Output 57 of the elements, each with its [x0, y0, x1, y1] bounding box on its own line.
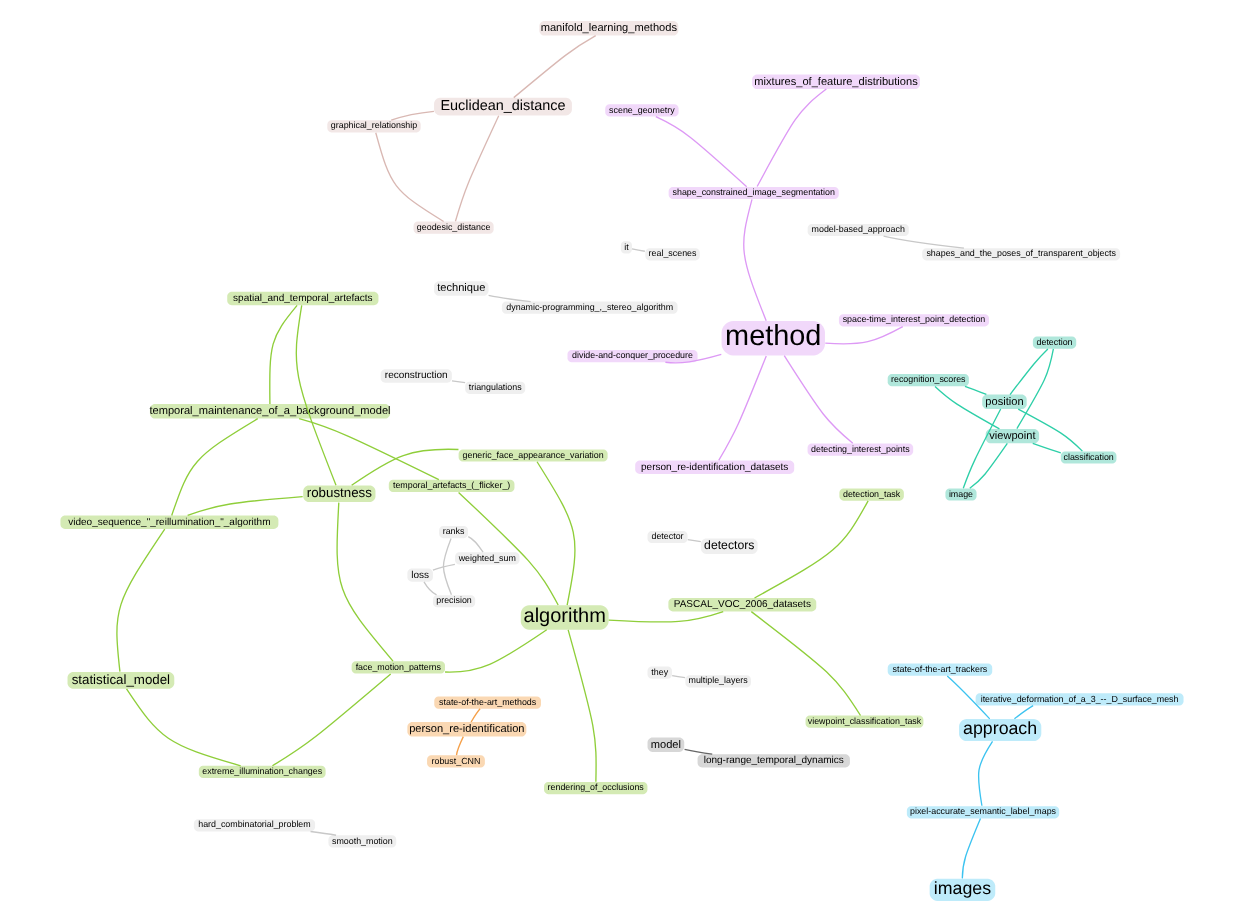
connector	[671, 674, 686, 679]
connector	[961, 817, 982, 880]
node-box: images	[929, 878, 996, 901]
connector	[271, 673, 392, 767]
connector	[444, 629, 548, 673]
connector	[125, 688, 242, 767]
connector	[451, 380, 466, 384]
connector	[743, 198, 767, 322]
connector	[298, 417, 440, 481]
connector	[824, 325, 904, 345]
node-box: method	[721, 321, 825, 356]
connector	[934, 385, 1001, 430]
connector	[962, 408, 1002, 489]
connector	[269, 304, 298, 405]
connector	[375, 132, 445, 223]
connector	[455, 735, 464, 756]
connector	[171, 418, 259, 517]
connector	[309, 830, 337, 836]
connector	[567, 629, 597, 783]
connector	[655, 116, 748, 188]
node-box: algorithm	[520, 605, 609, 630]
connector	[487, 294, 532, 303]
connector	[664, 353, 722, 364]
connector	[513, 34, 597, 99]
connector	[756, 88, 827, 188]
connector	[882, 235, 965, 249]
connector	[783, 355, 854, 444]
connector	[977, 740, 994, 807]
connector	[969, 442, 1008, 489]
connector	[186, 495, 304, 517]
connector	[442, 537, 453, 596]
connector	[470, 708, 481, 723]
connector	[687, 538, 702, 543]
connector	[718, 355, 767, 462]
connector	[631, 248, 646, 252]
connector	[454, 115, 500, 222]
connector	[1016, 348, 1055, 430]
connector	[116, 528, 166, 673]
connector	[536, 461, 576, 606]
connector	[390, 110, 435, 121]
connector	[1032, 442, 1062, 454]
node-box: approach	[959, 718, 1042, 742]
connector	[946, 675, 991, 720]
connector	[423, 581, 438, 596]
connector	[964, 385, 987, 396]
connector	[1017, 408, 1084, 452]
connector	[467, 535, 484, 553]
connector	[1013, 704, 1034, 720]
connector	[608, 610, 724, 623]
connector	[295, 304, 337, 486]
connector	[336, 501, 394, 662]
connector	[683, 748, 713, 755]
connector	[750, 610, 862, 717]
connector	[351, 448, 460, 486]
connector	[753, 500, 869, 599]
connector	[1009, 348, 1049, 396]
connector	[432, 563, 456, 571]
